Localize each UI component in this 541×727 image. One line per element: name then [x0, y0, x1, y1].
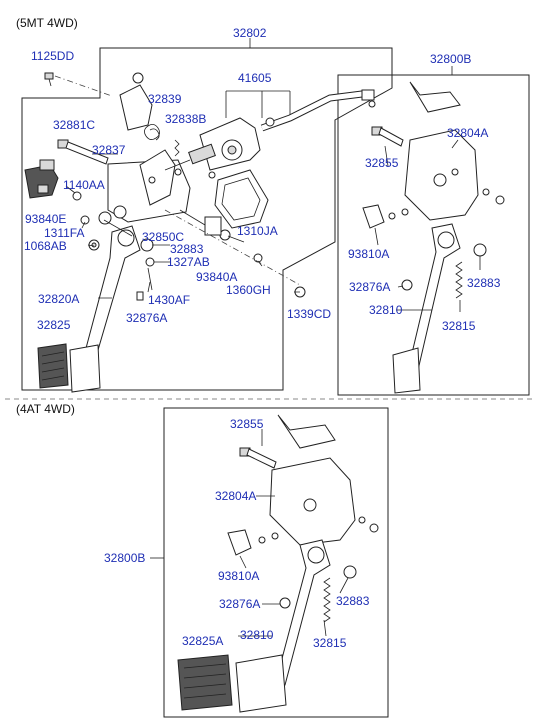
label-32876A-bottom[interactable]: 32876A [219, 597, 261, 611]
bushing-32883-right [473, 243, 487, 257]
nut-1140AA [72, 191, 82, 201]
label-32810-bottom[interactable]: 32810 [240, 628, 274, 642]
label-32804A-top[interactable]: 32804A [447, 126, 489, 140]
section-title-4at: (4AT 4WD) [16, 402, 75, 416]
label-32837[interactable]: 32837 [92, 143, 126, 157]
bolt-32855-bottom [239, 447, 277, 469]
label-1310JA[interactable]: 1310JA [237, 224, 278, 238]
label-32815-top[interactable]: 32815 [442, 319, 476, 333]
stopper-32876A-bottom [279, 597, 291, 609]
bushing-1311FA [80, 215, 90, 225]
label-32838B[interactable]: 32838B [165, 112, 207, 126]
bolt-1430AF [147, 267, 153, 291]
label-1360GH[interactable]: 1360GH [226, 283, 271, 297]
brake-pedal-32810-bottom [177, 539, 331, 713]
label-1125DD[interactable]: 1125DD [31, 49, 75, 63]
spring-32815-bottom [323, 577, 331, 623]
label-32876A-left[interactable]: 32876A [126, 311, 168, 325]
label-1068AB[interactable]: 1068AB [24, 239, 67, 253]
stopper-32876A-right [401, 279, 413, 291]
label-32883-right[interactable]: 32883 [467, 276, 501, 290]
spring-32838B [174, 139, 180, 157]
clutch-pedal-32820A [37, 225, 141, 393]
section-title-5mt: (5MT 4WD) [16, 16, 78, 30]
hose-41605 [260, 89, 376, 132]
label-32876A-right[interactable]: 32876A [349, 280, 391, 294]
spring-32815-top [455, 261, 463, 299]
switch-93840A [164, 209, 301, 286]
bracket-32802 [107, 72, 191, 223]
bracket-32804A-top [404, 81, 505, 221]
label-line-41605 [225, 90, 291, 118]
label-1430AF[interactable]: 1430AF [148, 293, 191, 307]
label-1327AB[interactable]: 1327AB [167, 255, 210, 269]
gasket-plate [208, 169, 269, 229]
bolt-32855-top [371, 126, 404, 147]
label-32815-bottom[interactable]: 32815 [313, 636, 347, 650]
bushing-32883-bottom [343, 565, 357, 579]
label-93810A-bottom[interactable]: 93810A [218, 569, 260, 583]
nut-1327AB [145, 257, 155, 267]
label-93840A[interactable]: 93840A [196, 270, 238, 284]
label-32825A[interactable]: 32825A [182, 634, 224, 648]
label-32883-bottom[interactable]: 32883 [336, 594, 370, 608]
label-1311FA[interactable]: 1311FA [44, 226, 85, 240]
stopper-32876A-left [136, 291, 144, 301]
label-1140AA[interactable]: 1140AA [63, 178, 105, 192]
pedal-box-32800B-bottom [163, 407, 389, 718]
label-32810-top[interactable]: 32810 [369, 303, 403, 317]
label-32825[interactable]: 32825 [37, 318, 71, 332]
pedal-box-32800B-top [337, 74, 530, 396]
brake-pedal-32810-top [392, 223, 461, 394]
switch-93810A-bottom [227, 529, 279, 556]
label-93810A-top[interactable]: 93810A [348, 247, 390, 261]
label-32850C[interactable]: 32850C [142, 230, 185, 244]
label-1339CD[interactable]: 1339CD [287, 307, 332, 321]
label-32883-left[interactable]: 32883 [170, 242, 204, 256]
master-cylinder [164, 117, 261, 171]
switch-93810A-top [362, 204, 409, 229]
label-32855-top[interactable]: 32855 [365, 156, 399, 170]
bolt-32881C [57, 139, 109, 165]
label-41605[interactable]: 41605 [238, 71, 272, 85]
label-32800B-bottom[interactable]: 32800B [104, 551, 146, 565]
bracket-32804A-bottom [269, 414, 379, 546]
switch-93840E [24, 159, 59, 199]
bolt-1125DD [44, 72, 113, 97]
spring-32839 [144, 124, 160, 141]
label-32839[interactable]: 32839 [148, 92, 182, 106]
leader-lines [65, 139, 481, 637]
label-32820A[interactable]: 32820A [38, 292, 80, 306]
label-32802[interactable]: 32802 [233, 26, 267, 40]
label-32881C[interactable]: 32881C [53, 118, 96, 132]
label-32855-bottom[interactable]: 32855 [230, 417, 264, 431]
nut-1360GH [253, 253, 263, 263]
label-32804A-bottom[interactable]: 32804A [215, 489, 257, 503]
collar-32850C [98, 211, 112, 225]
label-32800B-top[interactable]: 32800B [430, 52, 472, 66]
label-93840E[interactable]: 93840E [25, 212, 67, 226]
